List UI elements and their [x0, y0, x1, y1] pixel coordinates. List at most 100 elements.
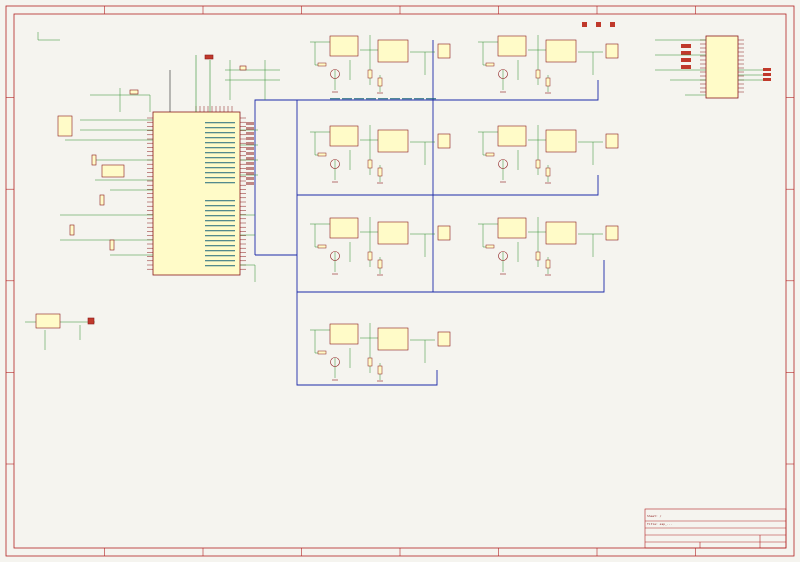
bus-lines: [254, 40, 605, 386]
terminal-block: [437, 225, 451, 241]
net-label-flag: [246, 142, 254, 145]
bus-label: [342, 98, 352, 100]
net-label-flag: [246, 122, 254, 125]
bus-label: [330, 98, 340, 100]
transistor: [498, 159, 508, 169]
diode: [545, 77, 551, 87]
bus-label: [366, 98, 376, 100]
wire: [334, 348, 381, 380]
relay-channel: [310, 35, 451, 94]
transistor: [498, 69, 508, 79]
net-label: [205, 245, 235, 247]
diode: [545, 167, 551, 177]
net-label: [205, 182, 235, 184]
terminal-block: [605, 225, 619, 241]
optocoupler: [545, 221, 577, 245]
relay-channel: [310, 323, 451, 382]
wire: [310, 41, 330, 66]
net-label-flag: [246, 167, 254, 170]
wire: [528, 217, 603, 267]
bus-label: [402, 98, 412, 100]
resistor: [367, 251, 373, 261]
resistor: [485, 244, 495, 249]
bus-label: [426, 98, 436, 100]
net-label-flag: [246, 162, 254, 165]
resistor: [535, 69, 541, 79]
relay-coil: [497, 217, 527, 239]
relay-coil: [329, 35, 359, 57]
resistor: [485, 152, 495, 157]
wire: [334, 60, 381, 92]
net-label: [205, 240, 235, 242]
transistor: [330, 159, 340, 169]
relay-channel: [478, 125, 619, 184]
net-label: [205, 200, 235, 202]
resistor: [317, 62, 327, 67]
bus-label: [414, 98, 424, 100]
wire: [528, 35, 603, 85]
transistor: [330, 251, 340, 261]
net-label: [205, 205, 235, 207]
wire: [478, 223, 498, 248]
net-label-flag: [246, 172, 254, 175]
transistor: [330, 357, 340, 367]
wire: [502, 242, 549, 274]
wire: [528, 125, 603, 175]
diode: [377, 259, 383, 269]
net-label: [205, 137, 235, 139]
net-label: [205, 162, 235, 164]
border-ticks: [6, 6, 794, 556]
net-label-flag: [246, 127, 254, 130]
net-label: [205, 152, 235, 154]
optocoupler: [377, 327, 409, 351]
relay-coil: [329, 125, 359, 147]
diode: [377, 167, 383, 177]
title-block: Sheet: / Title: esp_...: [645, 509, 792, 554]
net-labels: [205, 98, 436, 267]
relay-channel: [478, 35, 619, 94]
net-label: [205, 260, 235, 262]
wire: [334, 242, 381, 274]
net-label: [205, 177, 235, 179]
optocoupler: [377, 39, 409, 63]
relay-coil: [497, 125, 527, 147]
terminal-block: [605, 43, 619, 59]
relay-coil: [329, 217, 359, 239]
net-label-flag: [246, 182, 254, 185]
left-circuitry: [25, 32, 763, 350]
driver-ic-U2: [681, 35, 771, 99]
resistor: [367, 69, 373, 79]
wire: [502, 60, 549, 92]
net-label: [205, 250, 235, 252]
wire: [360, 323, 435, 373]
wire: [310, 223, 330, 248]
resistor: [317, 350, 327, 355]
net-label-flag: [246, 147, 254, 150]
resistor: [535, 159, 541, 169]
mcu-U1: [147, 55, 246, 276]
resistor: [317, 152, 327, 157]
wire: [334, 150, 381, 182]
terminal-block: [437, 133, 451, 149]
resistor: [535, 251, 541, 261]
relay-channels: [310, 35, 619, 382]
net-label-flag: [246, 137, 254, 140]
wire: [478, 131, 498, 156]
relay-coil: [329, 323, 359, 345]
net-label: [205, 157, 235, 159]
diode: [545, 259, 551, 269]
terminal-block: [437, 331, 451, 347]
resistor: [367, 357, 373, 367]
transistor: [498, 251, 508, 261]
net-label: [205, 147, 235, 149]
title-block-title: Title: esp_...: [647, 522, 673, 526]
wire: [478, 41, 498, 66]
status-leds: [582, 22, 615, 27]
net-label: [205, 215, 235, 217]
left-components: [35, 54, 247, 329]
transistor: [330, 69, 340, 79]
title-block-sheet: Sheet: /: [647, 514, 662, 518]
bus-label: [390, 98, 400, 100]
net-label: [205, 172, 235, 174]
